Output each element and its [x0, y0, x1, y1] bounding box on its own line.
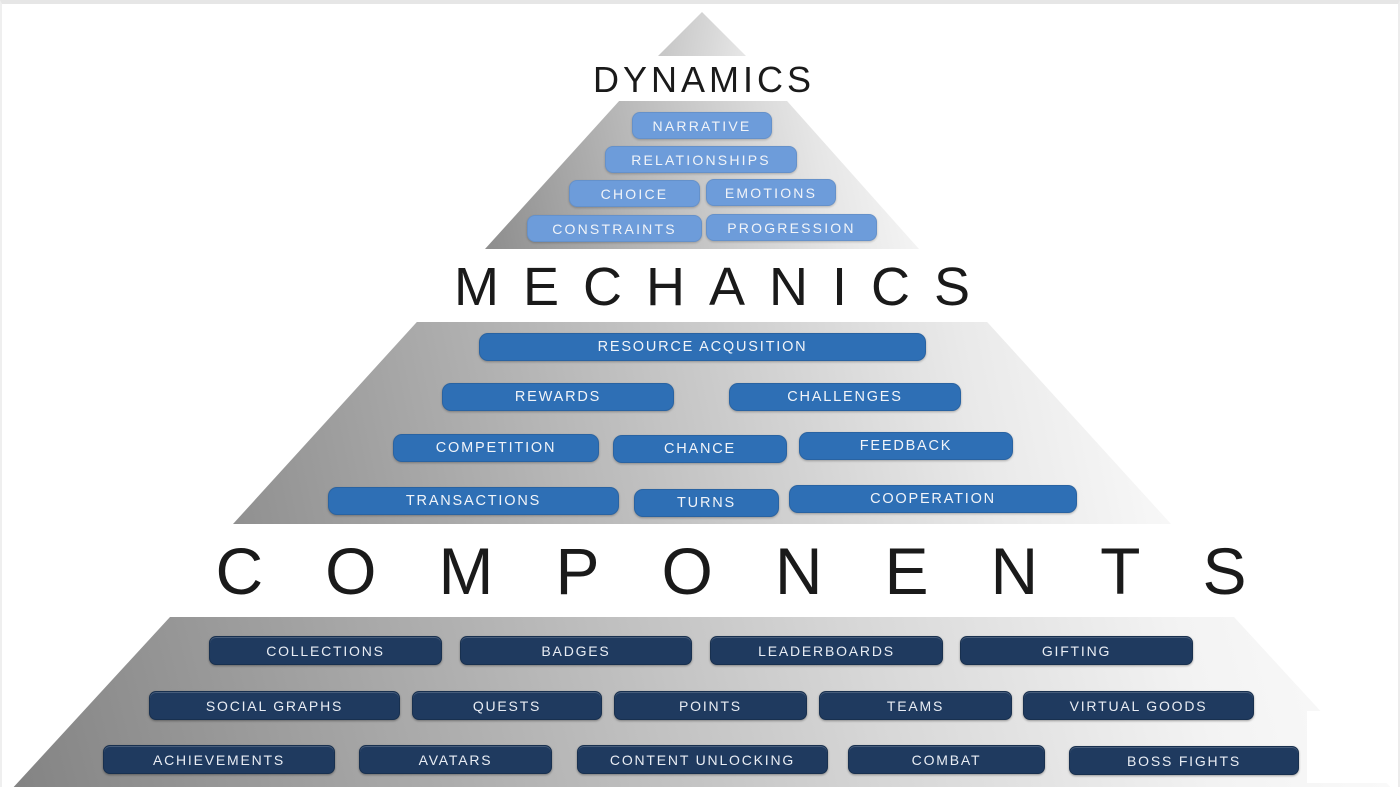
- pill-quests: QUESTS: [412, 691, 602, 720]
- pill-collections: COLLECTIONS: [209, 636, 442, 665]
- pill-feedback: FEEDBACK: [799, 432, 1013, 460]
- pill-combat: COMBAT: [848, 745, 1045, 774]
- pill-relationships: RELATIONSHIPS: [605, 146, 797, 173]
- pill-narrative: NARRATIVE: [632, 112, 772, 139]
- level-title-dynamics: DYNAMICS: [592, 59, 816, 100]
- pill-teams: TEAMS: [819, 691, 1012, 720]
- pill-challenges: CHALLENGES: [729, 383, 961, 411]
- pill-cooperation: COOPERATION: [789, 485, 1077, 513]
- pill-points: POINTS: [614, 691, 807, 720]
- level-title-components: COMPONENTS: [215, 534, 1309, 608]
- pyramid-apex-triangle: [658, 12, 746, 56]
- pill-emotions: EMOTIONS: [706, 179, 836, 206]
- pill-badges: BADGES: [460, 636, 692, 665]
- pill-choice: CHOICE: [569, 180, 700, 207]
- pill-leaderboards: LEADERBOARDS: [710, 636, 943, 665]
- corner-white-overlay: [1307, 711, 1398, 783]
- pill-chance: CHANCE: [613, 435, 787, 463]
- pill-progression: PROGRESSION: [706, 214, 877, 241]
- pill-competition: COMPETITION: [393, 434, 599, 462]
- pill-resource-acqusition: RESOURCE ACQUSITION: [479, 333, 926, 361]
- pill-boss-fights: BOSS FIGHTS: [1069, 746, 1299, 775]
- pill-content-unlocking: CONTENT UNLOCKING: [577, 745, 828, 774]
- pill-virtual-goods: VIRTUAL GOODS: [1023, 691, 1254, 720]
- pill-achievements: ACHIEVEMENTS: [103, 745, 335, 774]
- pill-gifting: GIFTING: [960, 636, 1193, 665]
- pill-rewards: REWARDS: [442, 383, 674, 411]
- pill-social-graphs: SOCIAL GRAPHS: [149, 691, 400, 720]
- pill-turns: TURNS: [634, 489, 779, 517]
- pill-avatars: AVATARS: [359, 745, 552, 774]
- pill-constraints: CONSTRAINTS: [527, 215, 702, 242]
- pill-transactions: TRANSACTIONS: [328, 487, 619, 515]
- level-title-mechanics: MECHANICS: [453, 257, 995, 317]
